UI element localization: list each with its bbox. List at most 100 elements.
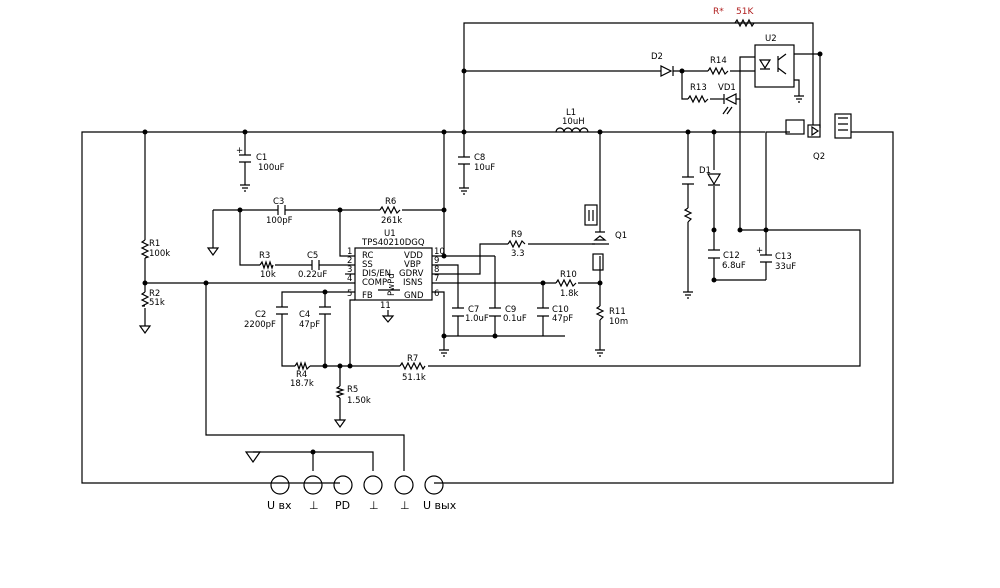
wires	[81, 22, 894, 484]
r9-value: 3.3	[511, 249, 525, 259]
r7-value: 51.1k	[402, 373, 426, 383]
r5-value: 1.50k	[347, 396, 371, 406]
r7-symbol	[399, 361, 426, 371]
connector-label-uout: U вых	[423, 499, 457, 512]
r2-value: 51k	[149, 298, 165, 308]
c4-ref: C4	[299, 310, 310, 320]
r1-symbol	[140, 239, 150, 259]
c13-polarity: +	[756, 246, 763, 256]
u1-pin4-name: COMP	[362, 278, 387, 288]
connector-label-gnd-2: ⊥	[369, 499, 379, 512]
c2-symbol	[276, 306, 288, 315]
u1-pin7-name: ISNS	[403, 278, 423, 288]
r6-value: 261k	[381, 216, 402, 226]
svg-text:R*: R*	[713, 7, 724, 17]
c8-ref: C8	[474, 153, 485, 163]
c7-ref: C7	[468, 305, 479, 315]
l1-value: 10uH	[562, 117, 585, 127]
u1-pwrpad-pin: 11	[380, 301, 391, 311]
optocoupler-u2	[754, 44, 795, 88]
u1-pin5-num: 5	[347, 289, 352, 299]
connector-label-uin: U вх	[267, 499, 292, 512]
diodes	[660, 65, 737, 186]
u2-led	[758, 59, 772, 70]
connector-terminals	[270, 475, 444, 495]
terminal-uout	[424, 475, 444, 495]
u1-pin6-name: GND	[404, 291, 424, 301]
r13-ref: R13	[690, 83, 707, 93]
r7-ref: R7	[407, 354, 418, 364]
c1-value: 100uF	[258, 163, 285, 173]
c8-value: 10uF	[474, 163, 495, 173]
r11-ref: R11	[609, 307, 626, 317]
vd1-symbol	[723, 93, 737, 105]
u1-pin2-name: SS	[362, 260, 373, 270]
u1-pad-ground	[381, 310, 395, 323]
r4-value: 18.7k	[290, 379, 314, 389]
c10-value: 47pF	[552, 314, 573, 324]
r9-ref: R9	[511, 230, 522, 240]
ground-connector	[244, 451, 262, 464]
r5-ref: R5	[347, 385, 358, 395]
ground-r2	[138, 325, 152, 335]
u1-pin5-name: FB	[362, 291, 373, 301]
c5-symbol	[311, 260, 320, 270]
connector-label-gnd-1: ⊥	[309, 499, 319, 512]
r-unlabeled-symbol	[683, 207, 693, 223]
u1-pwrpad-label: PwPd	[387, 273, 397, 296]
d1-ref: D1	[699, 166, 711, 176]
r11-symbol	[595, 305, 605, 321]
c-unlabeled-symbol	[682, 176, 694, 185]
u1-pin4-num: 4	[347, 274, 352, 284]
c2-value: 2200pF	[244, 320, 276, 330]
r14-symbol	[707, 66, 729, 76]
u2-box	[754, 44, 795, 88]
u1-pin1-num: 1	[347, 247, 352, 257]
r10-symbol	[555, 278, 577, 288]
q2-ref: Q2	[813, 152, 825, 162]
c4-symbol	[319, 306, 331, 315]
c1-ref: C1	[256, 153, 267, 163]
terminal-gnd-3	[394, 475, 414, 495]
r2-ref: R2	[149, 289, 160, 299]
q2-arrow	[811, 125, 820, 137]
c9-value: 0.1uF	[503, 314, 527, 324]
ground-c1	[240, 184, 250, 192]
c9-symbol	[489, 307, 501, 317]
r3-value: 10k	[260, 270, 276, 280]
r5-symbol	[335, 385, 345, 399]
c4-value: 47pF	[299, 320, 320, 330]
c3-ref: C3	[273, 197, 284, 207]
capacitors: + +	[236, 146, 772, 317]
r1-ref: R1	[149, 239, 160, 249]
ground-symbols	[138, 95, 804, 464]
q2-right-block	[834, 113, 852, 139]
q1-stripes-top	[588, 210, 594, 221]
connector-label-gnd-3: ⊥	[400, 499, 410, 512]
transistors	[584, 113, 852, 271]
q1-ref: Q1	[615, 231, 627, 241]
terminal-gnd-1	[303, 475, 323, 495]
q1-body-top	[584, 204, 598, 226]
ic-u1	[354, 247, 433, 323]
c1-symbol	[239, 154, 251, 163]
u1-pin9-num: 9	[434, 256, 439, 266]
d2-ref: D2	[651, 52, 663, 62]
u1-pin9-name: VBP	[404, 260, 421, 270]
c8-symbol	[458, 156, 470, 165]
c3-value: 100pF	[266, 216, 293, 226]
svg-text:51K: 51K	[736, 7, 754, 17]
junction-dots	[142, 51, 823, 455]
q2-stripes	[838, 117, 848, 131]
c13-symbol	[760, 254, 772, 263]
vd1-light-arrows	[722, 106, 733, 115]
r13-symbol	[687, 94, 709, 104]
r2-symbol	[140, 291, 150, 307]
r10-value: 1.8k	[560, 289, 579, 299]
u1-pin8-name: GDRV	[399, 269, 424, 279]
r1-value: 100k	[149, 249, 170, 259]
ground-u2	[794, 95, 804, 103]
u1-pin1-name: RC	[362, 251, 373, 261]
